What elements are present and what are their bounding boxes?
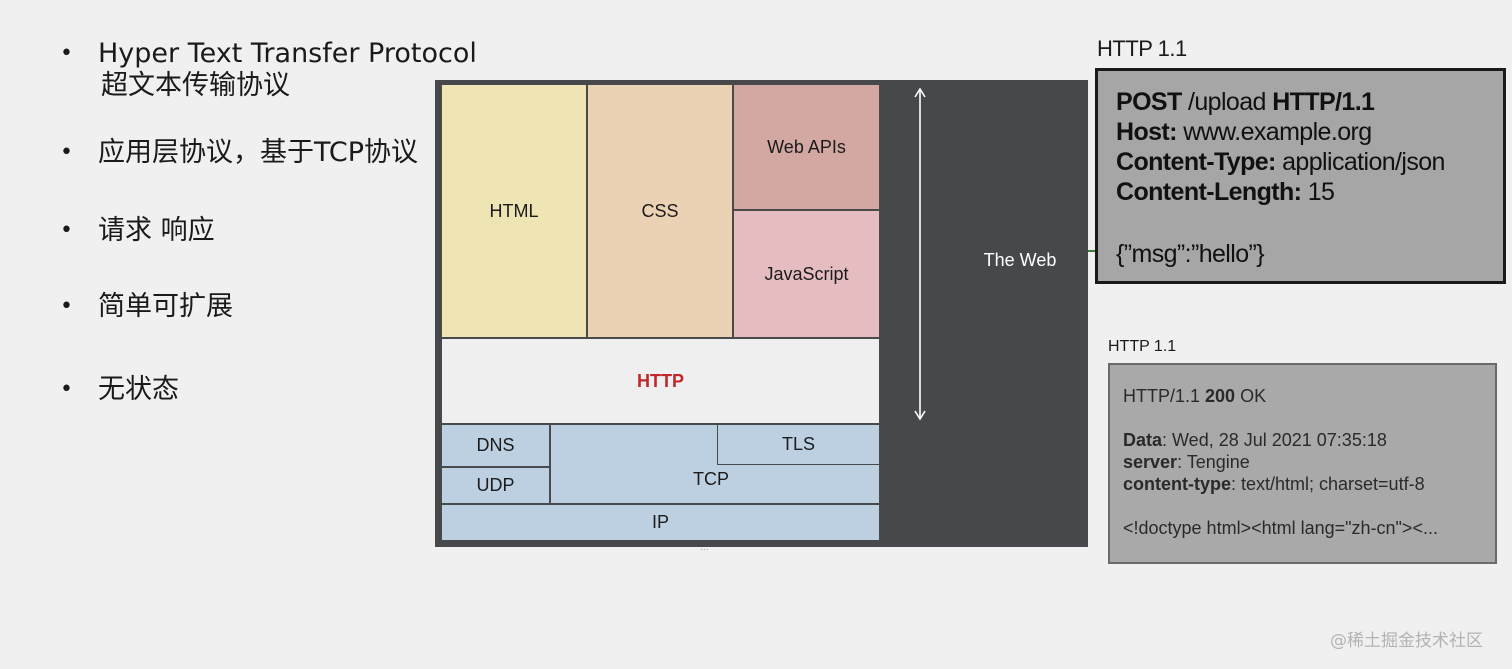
ip-block: IP	[441, 504, 880, 541]
bullet-dot-icon: •	[60, 294, 73, 319]
bullet-dot-icon: •	[60, 377, 73, 402]
status-text: OK	[1235, 386, 1267, 406]
footnote-mark: ...	[700, 543, 709, 553]
tls-block: TLS	[717, 424, 880, 465]
request-version: HTTP/1.1	[1272, 88, 1375, 116]
status-code: 200	[1205, 386, 1236, 406]
header-value: 15	[1301, 178, 1335, 206]
response-title: HTTP 1.1	[1108, 338, 1177, 355]
response-header-server: server: Tengine	[1123, 451, 1495, 473]
header-value: : text/html; charset=utf-8	[1231, 474, 1425, 494]
request-header-content-type: Content-Type: application/json	[1116, 147, 1503, 177]
response-body: <!doctype html><html lang="zh-cn"><...	[1123, 518, 1438, 538]
bullet-text: 请求 响应	[98, 215, 215, 246]
javascript-block: JavaScript	[733, 210, 880, 338]
header-key: Data	[1123, 430, 1163, 450]
tcp-label: TCP	[693, 469, 729, 489]
header-value: application/json	[1275, 148, 1445, 176]
the-web-label: The Web	[983, 250, 1057, 270]
request-body: {”msg”:”hello”}	[1116, 240, 1265, 268]
web-apis-block: Web APIs	[733, 84, 880, 210]
double-arrow-icon	[914, 87, 926, 421]
bullet-list: • Hyper Text Transfer Protocol 超文本传输协议 •…	[60, 0, 480, 420]
response-header-date: Data: Wed, 28 Jul 2021 07:35:18	[1123, 429, 1495, 451]
bullet-text: 应用层协议，基于TCP协议	[98, 137, 419, 168]
bullet-text: 无状态	[98, 374, 179, 405]
header-key: Host:	[1116, 118, 1177, 146]
divider	[1088, 286, 1095, 316]
bullet-subtext: 超文本传输协议	[101, 70, 290, 101]
header-key: server	[1123, 452, 1178, 472]
request-header-content-length: Content-Length: 15	[1116, 177, 1503, 207]
bullet-text: 简单可扩展	[98, 291, 233, 322]
response-headers: Data: Wed, 28 Jul 2021 07:35:18 server: …	[1123, 429, 1495, 495]
request-line: POST /upload HTTP/1.1	[1116, 87, 1503, 117]
udp-block: UDP	[441, 467, 550, 504]
watermark: @稀土掘金技术社区	[1330, 631, 1483, 651]
bullet-dot-icon: •	[60, 140, 73, 165]
request-header-host: Host: www.example.org	[1116, 117, 1503, 147]
header-value: www.example.org	[1176, 118, 1372, 146]
request-title: HTTP 1.1	[1097, 36, 1187, 61]
response-header-content-type: content-type: text/html; charset=utf-8	[1123, 473, 1495, 495]
header-key: Content-Type:	[1116, 148, 1276, 176]
html-block: HTML	[441, 84, 587, 338]
response-status-line: HTTP/1.1 200 OK	[1123, 385, 1495, 407]
http-request-example: POST /upload HTTP/1.1 Host: www.example.…	[1095, 68, 1506, 284]
dns-block: DNS	[441, 424, 550, 467]
connector-line	[1088, 250, 1097, 252]
header-value: : Tengine	[1177, 452, 1250, 472]
web-stack-diagram: HTML CSS Web APIs JavaScript HTTP DNS UD…	[435, 80, 1088, 547]
header-value: : Wed, 28 Jul 2021 07:35:18	[1162, 430, 1387, 450]
bullet-dot-icon: •	[60, 218, 73, 243]
http-block: HTTP	[441, 338, 880, 424]
status-version: HTTP/1.1	[1123, 386, 1206, 406]
header-key: content-type	[1123, 474, 1231, 494]
bullet-dot-icon: •	[60, 41, 73, 66]
header-key: Content-Length:	[1116, 178, 1302, 206]
request-method: POST	[1116, 88, 1182, 116]
bullet-text: Hyper Text Transfer Protocol	[98, 38, 477, 69]
request-path: /upload	[1181, 88, 1273, 116]
css-block: CSS	[587, 84, 733, 338]
http-response-example: HTTP/1.1 200 OK Data: Wed, 28 Jul 2021 0…	[1108, 363, 1497, 564]
